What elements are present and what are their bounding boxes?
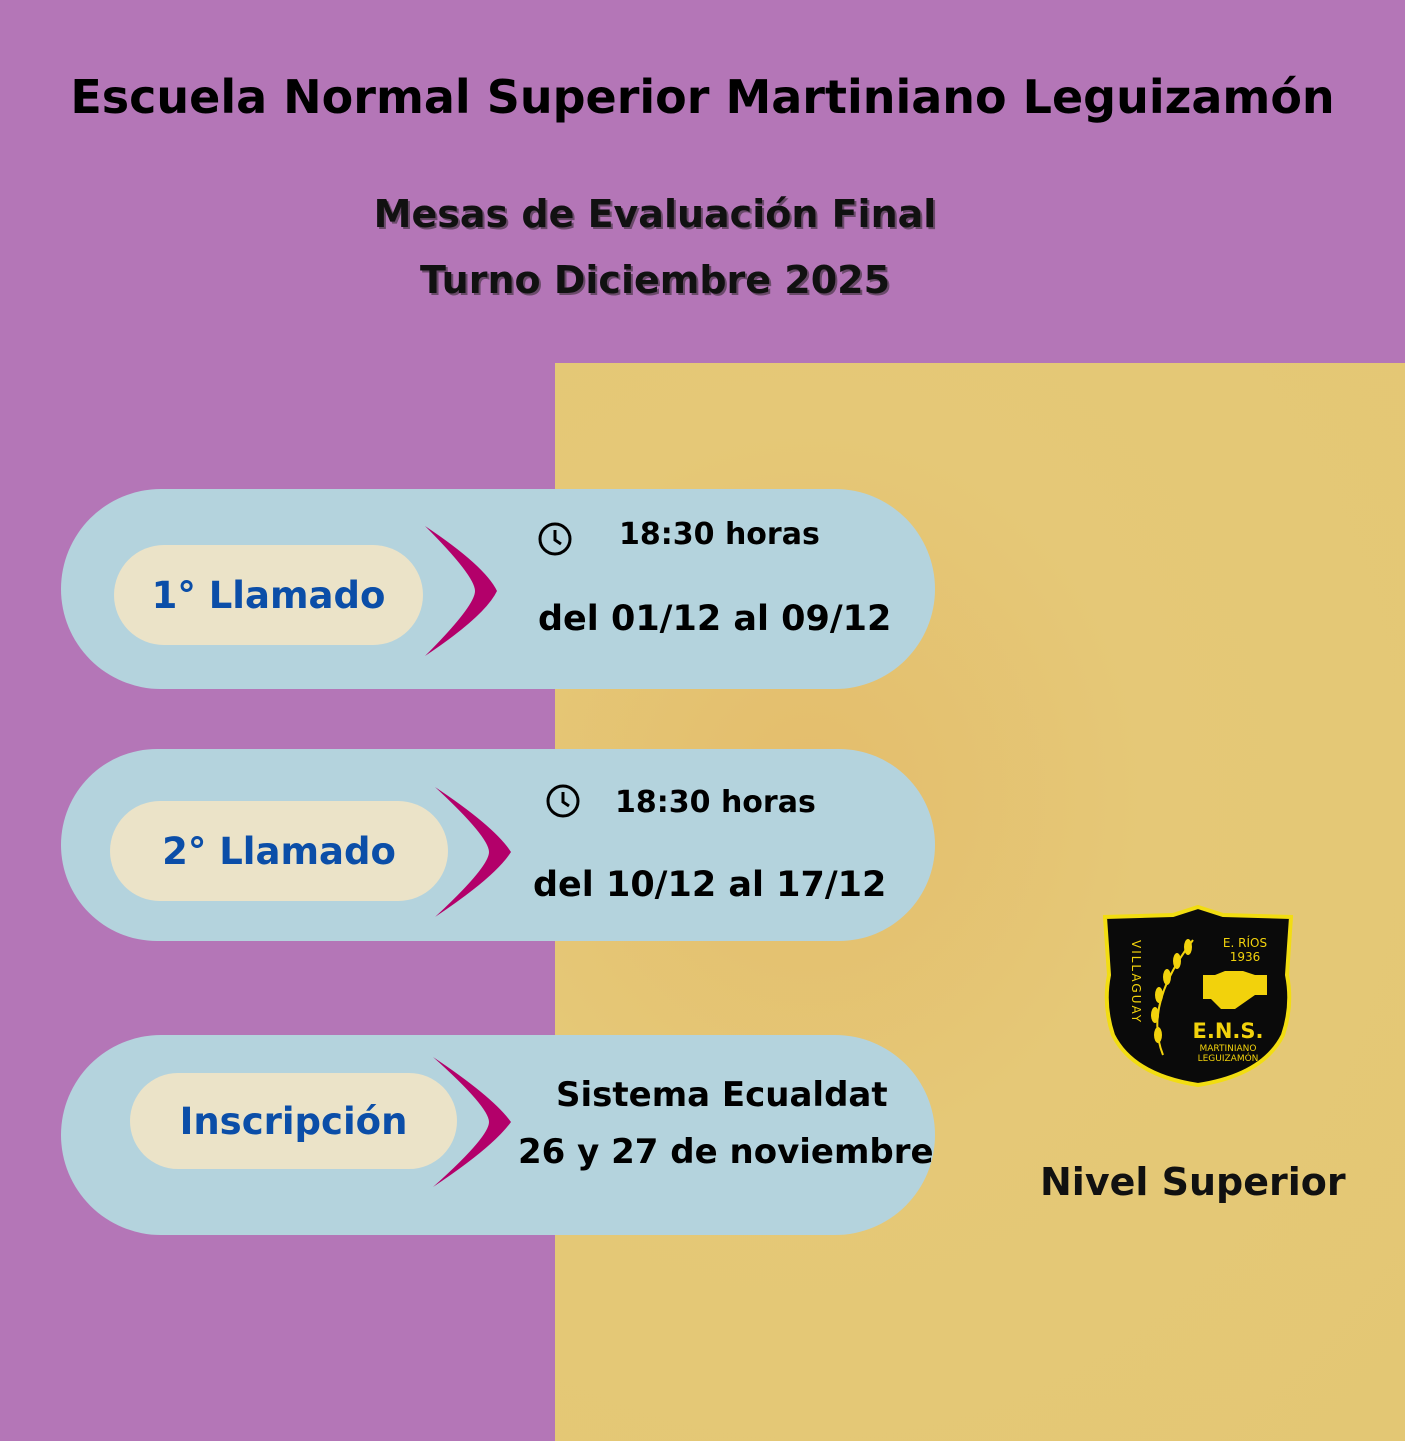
clock-icon [546,784,580,818]
pill-label: 1° Llamado [114,545,423,645]
logo-name2: LEGUIZAMÓN [1198,1052,1259,1064]
chevron-icon [433,1057,511,1187]
dates-text: del 01/12 al 09/12 [538,599,892,639]
school-title: Escuela Normal Superior Martiniano Legui… [70,70,1335,124]
logo-province: E. RÍOS [1223,935,1267,950]
dates-text: del 10/12 al 17/12 [533,865,887,905]
school-crest-logo: VILLAGUAY E. RÍOS 1936 E.N.S. MARTINIANO… [1103,905,1293,1087]
logo-year: 1936 [1230,950,1261,964]
dates-text: 26 y 27 de noviembre [518,1132,934,1172]
time-text: 18:30 horas [619,517,820,552]
handshake-icon [1203,971,1267,1009]
logo-name1: MARTINIANO [1199,1044,1256,1054]
system-text: Sistema Ecualdat [556,1075,888,1115]
level-label: Nivel Superior [1040,1160,1346,1204]
card-registration: Inscripción Sistema Ecualdat 26 y 27 de … [61,1035,935,1235]
chevron-icon [435,787,511,917]
subtitle-line1: Mesas de Evaluación Final [373,192,937,236]
chevron-icon [425,526,497,656]
pill-label: 2° Llamado [110,801,448,901]
logo-side-text: VILLAGUAY [1129,940,1143,1024]
card-first-call: 1° Llamado 18:30 horas del 01/12 al 09/1… [61,489,935,689]
clock-icon [538,522,572,556]
pill-label: Inscripción [130,1073,457,1169]
time-text: 18:30 horas [615,785,816,820]
card-second-call: 2° Llamado 18:30 horas del 10/12 al 17/1… [61,749,935,941]
subtitle-line2: Turno Diciembre 2025 [419,258,891,302]
logo-initials: E.N.S. [1193,1019,1264,1043]
